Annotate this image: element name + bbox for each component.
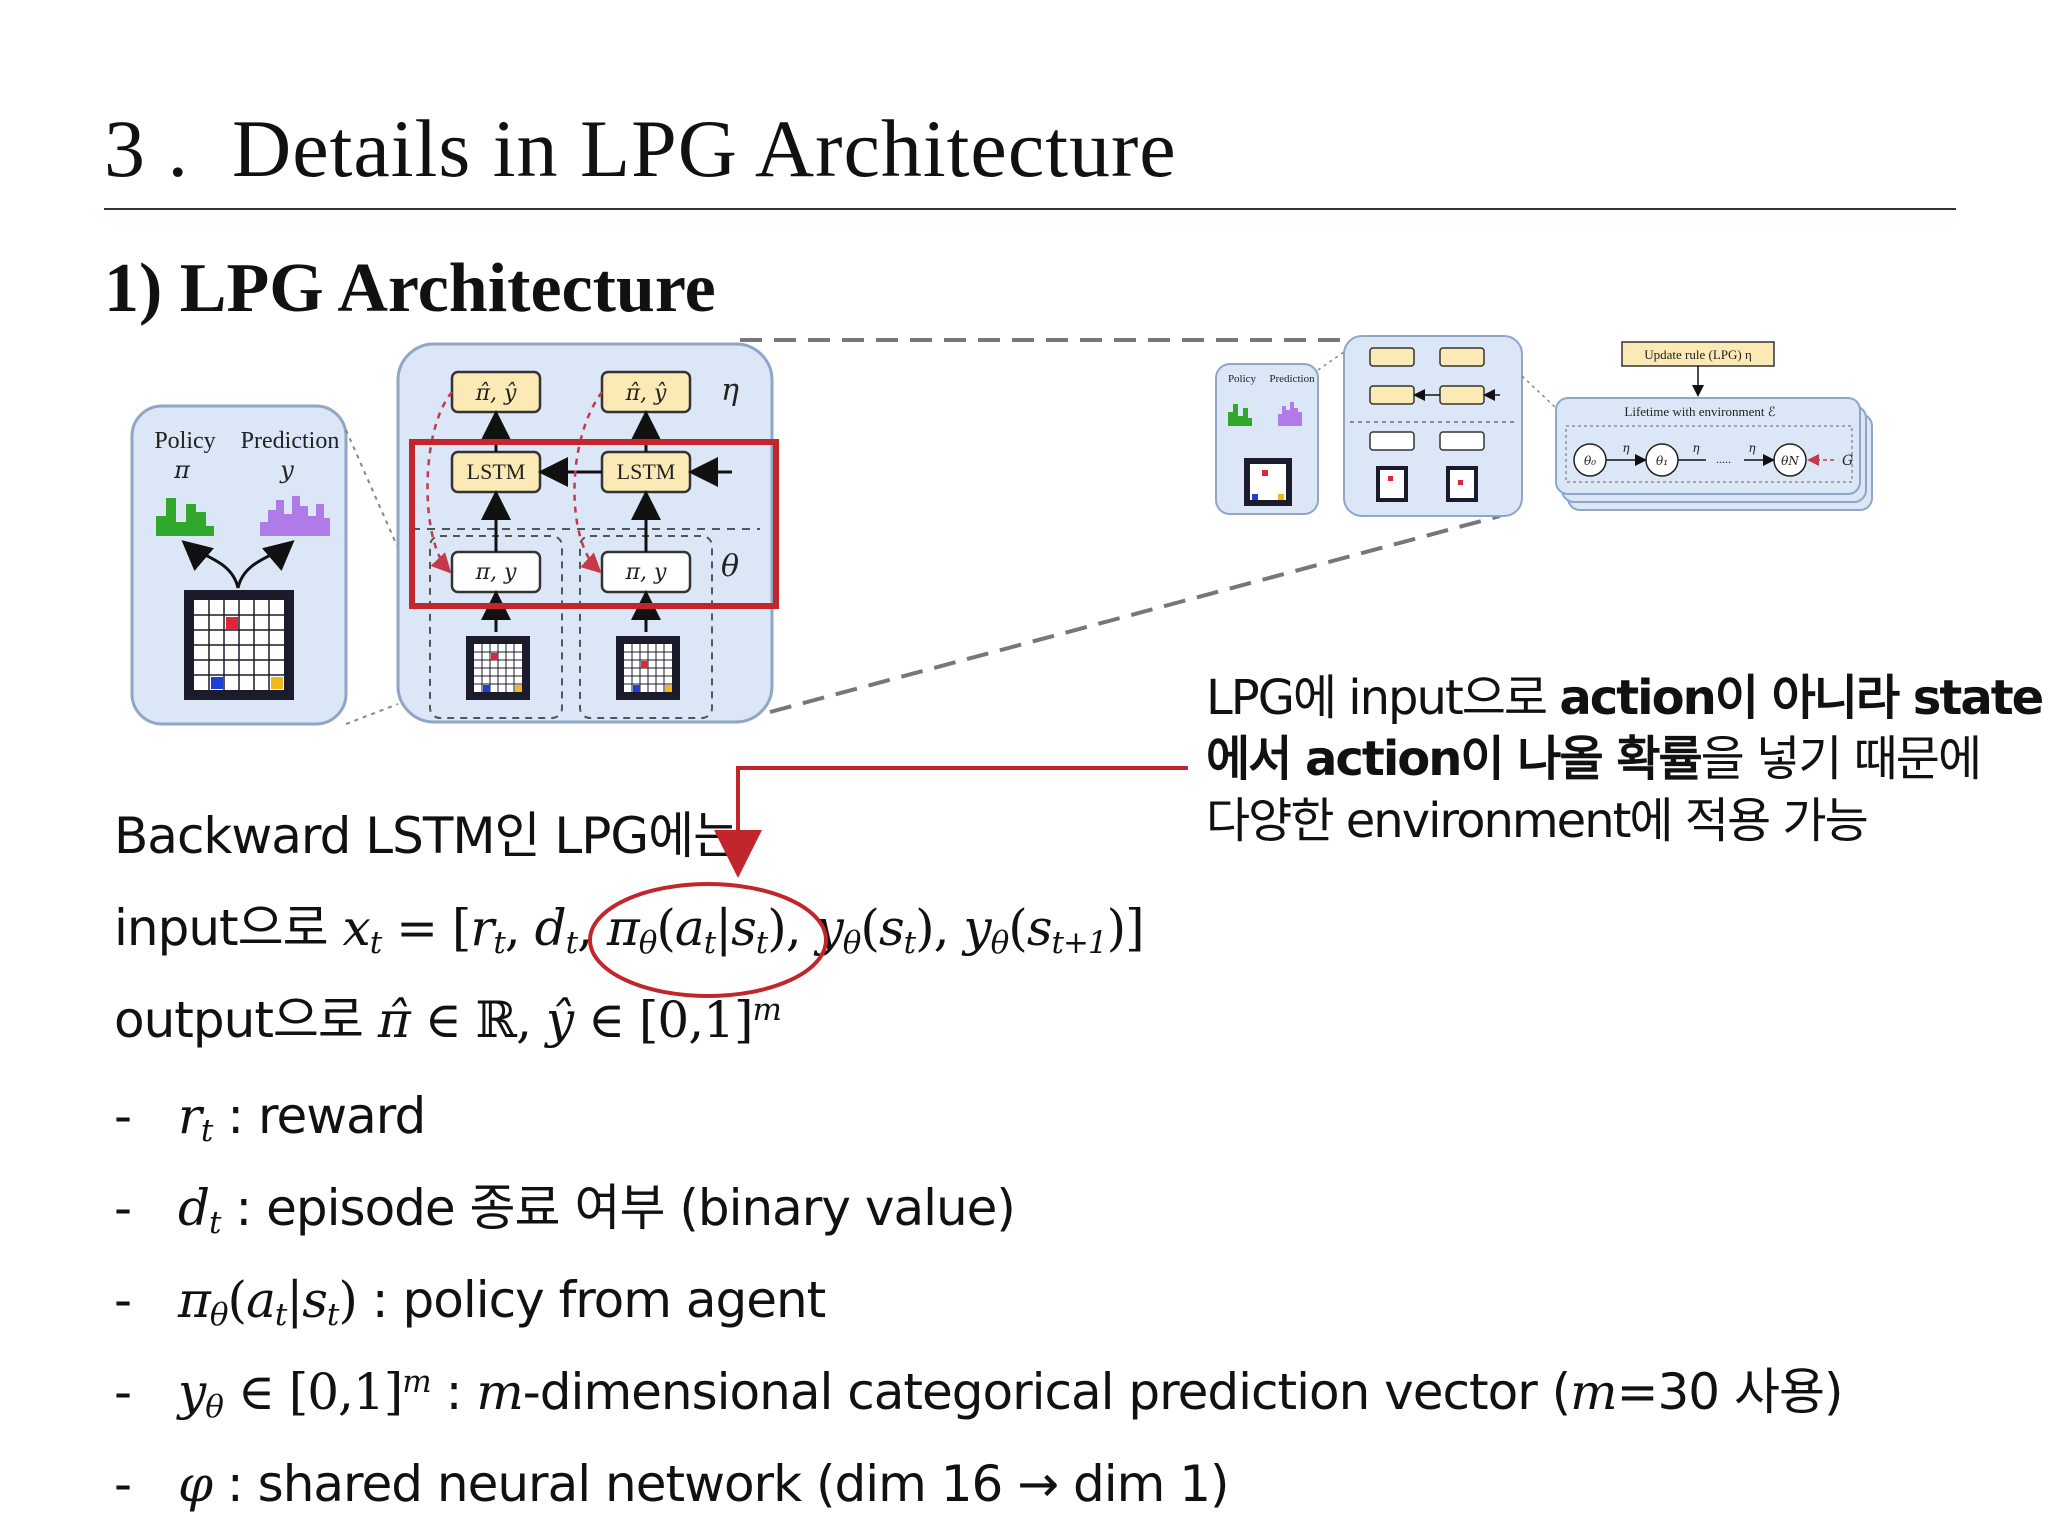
body-line-2-input: input으로 xt = [rt, dt, πθ(at|st), yθ(st),…	[114, 899, 1145, 961]
eta-label: η	[721, 373, 739, 408]
annotation-line-1: LPG에 input으로 action이 아니라 state	[1206, 670, 2044, 726]
svg-text:η: η	[1692, 441, 1700, 455]
prediction-bars-icon	[260, 496, 330, 536]
bullet-policy: -πθ(at|st) : policy from agent	[114, 1271, 826, 1333]
bullet-shared-network: -φ : shared neural network (dim 16 → dim…	[114, 1455, 1230, 1513]
bullet-prediction: -yθ ∈ [0,1]m : m-dimensional categorical…	[114, 1363, 1844, 1425]
svg-text:η: η	[1748, 441, 1756, 455]
theta-label: θ	[721, 549, 739, 584]
input-cell-2: π, y	[625, 560, 667, 585]
output-cell-1: π̂, ŷ	[475, 381, 517, 406]
input-cell-1: π, y	[475, 560, 517, 585]
body-line-1: Backward LSTM인 LPG에는	[114, 807, 739, 865]
prediction-label: Prediction	[241, 428, 340, 454]
annotation-line-3: 다양한 environment에 적용 가능	[1206, 792, 1869, 849]
g-label: G	[1842, 453, 1853, 469]
lifetime-environment-panel: Lifetime with environment ℰ θ₀ θ₁ θN ...…	[1555, 397, 1873, 511]
lstm-cell-1: LSTM	[467, 459, 526, 484]
node-theta-1: θ₁	[1656, 454, 1668, 468]
policy-bars-icon	[156, 498, 214, 536]
bullet-episode: -dt : episode 종료 여부 (binary value)	[114, 1179, 1016, 1241]
body-line-3-output: output으로 π̂ ∈ ℝ, ŷ ∈ [0,1]m	[114, 991, 782, 1049]
lstm-highlight-box	[409, 439, 779, 609]
small-lpg-panel	[1343, 335, 1523, 517]
svg-text:Prediction: Prediction	[1269, 373, 1315, 385]
svg-text:.....: .....	[1716, 452, 1731, 466]
output-cell-2: π̂, ŷ	[625, 381, 667, 406]
svg-text:Policy: Policy	[1228, 373, 1257, 385]
annotation-callout: LPG에 input으로 action이 아니라 state 에서 action…	[1206, 668, 2044, 852]
node-theta-0: θ₀	[1584, 454, 1596, 468]
agent-panel: Policy π Prediction y	[130, 404, 348, 726]
small-agent-panel: Policy Prediction	[1215, 363, 1319, 515]
title-number: 3 .	[104, 103, 189, 194]
lifetime-label: Lifetime with environment ℰ	[1624, 404, 1775, 419]
grid-state-icon	[184, 590, 294, 700]
node-theta-n: θN	[1781, 454, 1799, 468]
svg-text:η: η	[1622, 441, 1630, 455]
policy-label: Policy	[154, 428, 215, 454]
lpg-panel: π̂, ŷ π̂, ŷ η LSTM LSTM π, y π, y θ	[396, 342, 774, 724]
update-rule-label: Update rule (LPG) η	[1644, 347, 1752, 362]
annotation-line-2: 에서 action이 나올 확률을 넣기 때문에	[1206, 731, 1982, 788]
title-divider	[104, 208, 1956, 210]
update-rule-box: Update rule (LPG) η	[1621, 341, 1775, 397]
grid-state-icon-1	[466, 636, 530, 700]
prediction-symbol: y	[279, 456, 294, 484]
bullet-reward: -rt : reward	[114, 1087, 426, 1149]
slide-title: 3 . Details in LPG Architecture	[104, 108, 1177, 190]
policy-symbol: π	[173, 456, 191, 484]
lstm-cell-2: LSTM	[617, 459, 676, 484]
grid-state-icon-2	[616, 636, 680, 700]
title-text: Details in LPG Architecture	[232, 103, 1177, 194]
section-heading: 1) LPG Architecture	[104, 250, 716, 327]
